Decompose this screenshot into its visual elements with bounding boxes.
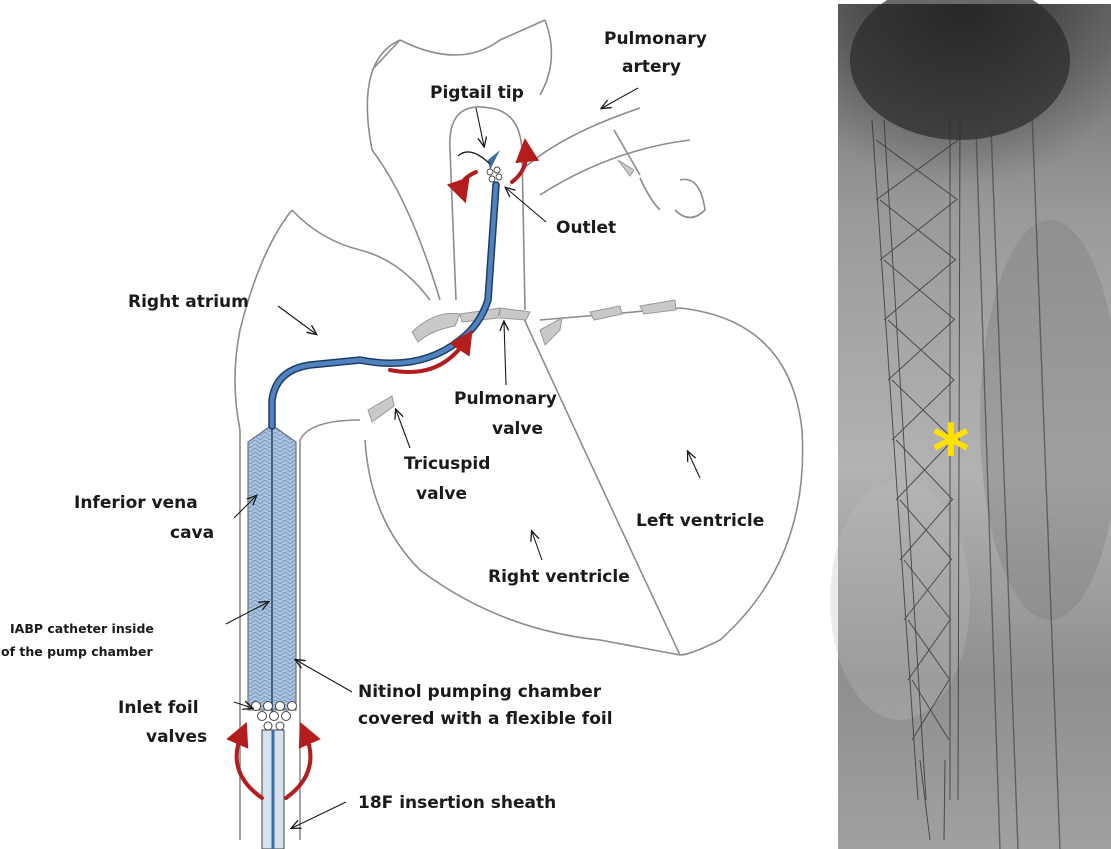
fluoroscopy-image: * [830,0,1111,849]
label-iabp-line1: IABP catheter inside [10,621,154,636]
label-right-ventricle: Right ventricle [488,567,630,587]
label-pulmonary-valve-line2: valve [492,419,543,439]
label-left-ventricle: Left ventricle [636,511,764,531]
label-right-atrium: Right atrium [128,292,249,312]
label-nitinol-line1: Nitinol pumping chamber [358,682,602,702]
label-insertion-sheath: 18F insertion sheath [358,793,556,813]
catheter [272,150,502,426]
fluoro-asterisk: * [932,409,970,493]
outlet-holes [487,167,502,182]
label-iabp-line2: of the pump chamber [1,644,153,659]
label-tricuspid-valve-line2: valve [416,484,467,504]
label-inlet-foil-line2: valves [146,727,207,747]
valves [368,160,676,422]
label-outlet: Outlet [556,218,616,238]
pump-chamber [248,425,297,849]
label-pulmonary-valve-line1: Pulmonary [454,389,557,409]
label-inferior-vena-cava-line2: cava [170,523,214,543]
label-pulmonary-artery-line1: Pulmonary [604,29,707,49]
label-nitinol-line2: covered with a flexible foil [358,709,613,729]
label-tricuspid-valve-line1: Tricuspid [404,454,490,474]
label-inferior-vena-cava-line1: Inferior vena [74,493,198,513]
label-pulmonary-artery-line2: artery [622,57,681,77]
label-pigtail-tip: Pigtail tip [430,83,524,103]
label-inlet-foil-line1: Inlet foil [118,698,199,718]
